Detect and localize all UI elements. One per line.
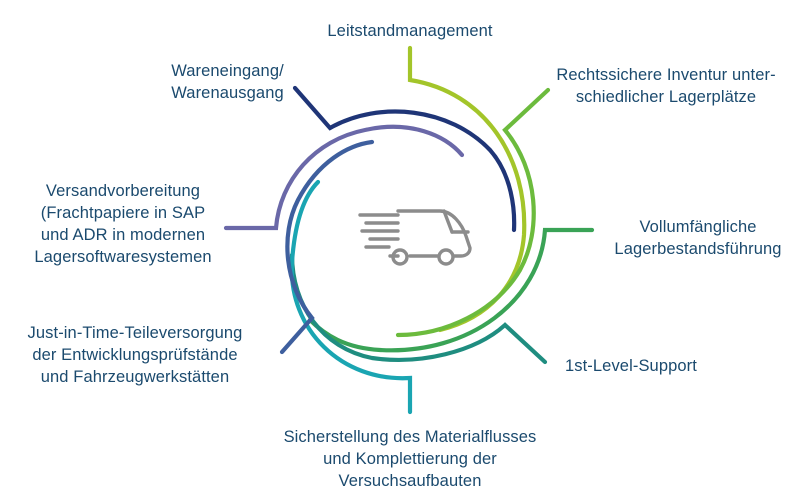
label-just-in-time: Just-in-Time-Teileversorgung der Entwick… <box>27 324 243 386</box>
arc-versand <box>223 124 465 231</box>
label-materialfluss: Sicherstellung des Materialflusses und K… <box>283 428 537 490</box>
label-versandvorbereitung: Versandvorbereitung (Frachtpapiere in SA… <box>34 182 212 266</box>
label-lagerbestandsfuehrung: Vollumfängliche Lagerbestandsführung <box>614 218 782 258</box>
label-wareneingang: Wareneingang/ Warenausgang <box>171 62 284 102</box>
delivery-truck-icon <box>358 209 472 266</box>
label-inventur: Rechtssichere Inventur unter- schiedlich… <box>556 66 776 106</box>
arc-jit <box>279 139 375 355</box>
label-1st-level-support: 1st-Level-Support <box>565 357 697 375</box>
label-leitstandmanagement: Leitstandmanagement <box>327 22 493 40</box>
arc-lagerbestand <box>307 227 595 353</box>
arc-inventur <box>395 87 551 338</box>
arc-wareneingang <box>292 85 517 233</box>
